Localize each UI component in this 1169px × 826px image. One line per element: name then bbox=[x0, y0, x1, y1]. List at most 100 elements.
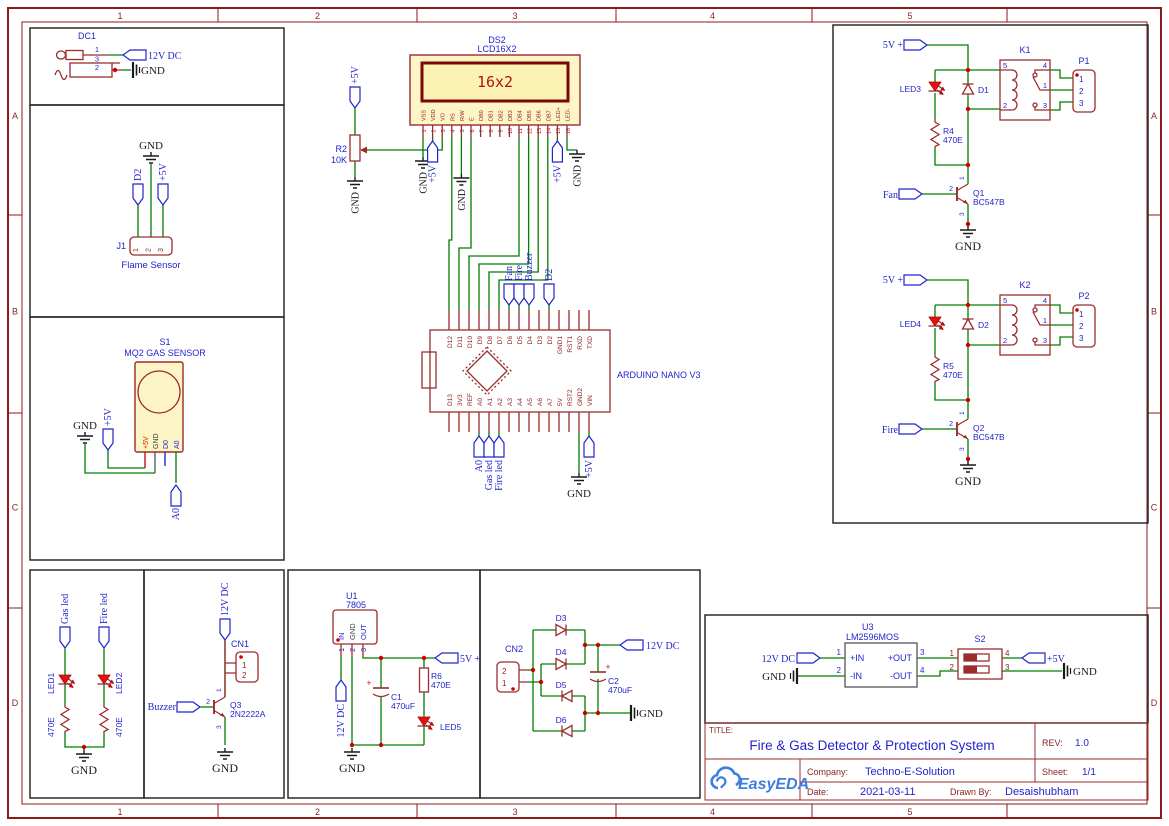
net-flag-12v[interactable] bbox=[219, 618, 231, 641]
flyback-diode-d2[interactable] bbox=[961, 318, 975, 330]
potentiometer-r2[interactable]: +5V R2 10K GND bbox=[331, 65, 367, 214]
ground-symbol[interactable] bbox=[959, 460, 977, 473]
lcd-pin-label: DB3 bbox=[508, 110, 514, 121]
transistor-q3[interactable] bbox=[213, 696, 226, 718]
net-flag-12v[interactable] bbox=[335, 679, 347, 702]
net-flag-12v[interactable] bbox=[122, 49, 147, 61]
led4-symbol[interactable] bbox=[927, 316, 946, 331]
c1-value: 470uF bbox=[391, 701, 415, 711]
ds2-part: LCD16X2 bbox=[477, 44, 516, 54]
ground-symbol[interactable] bbox=[216, 747, 234, 760]
net-flag-d2[interactable] bbox=[543, 283, 555, 306]
arduino-net-flags[interactable]: Fan Fire Buzzer D2 A0 Gas led Fire led +… bbox=[473, 252, 595, 500]
regulator-7805[interactable]: U1 7805 IN GND OUT 1 2 3 12V DC 5V + + C… bbox=[332, 591, 481, 775]
ground-symbol[interactable] bbox=[343, 747, 361, 760]
flyback-diode-d1[interactable] bbox=[961, 83, 975, 95]
diode-d3[interactable] bbox=[555, 623, 567, 637]
net-label-fire-led: Fire led bbox=[494, 460, 505, 491]
date-value: 2021-03-11 bbox=[860, 786, 915, 798]
arduino-pin-label: D5 bbox=[517, 336, 524, 345]
bridge-rectifier[interactable]: CN2 2 1 D3 D4 D5 D6 + C2 470uF 12V DC GN… bbox=[496, 613, 680, 738]
u1-pin-in: IN bbox=[337, 633, 346, 641]
net-flag-fire[interactable] bbox=[513, 283, 525, 306]
net-flag-5v[interactable] bbox=[349, 86, 361, 109]
net-flag-5v[interactable] bbox=[427, 140, 439, 163]
net-flag-fire[interactable] bbox=[898, 423, 923, 435]
ground-symbol[interactable] bbox=[789, 666, 799, 686]
net-flag-5v[interactable] bbox=[102, 428, 114, 451]
u1-part: 7805 bbox=[346, 600, 366, 610]
net-flag-fan[interactable] bbox=[503, 283, 515, 306]
dc1-pin3: 3 bbox=[95, 55, 99, 64]
arduino-pin-label: D11 bbox=[457, 336, 464, 348]
ground-symbol[interactable] bbox=[76, 431, 94, 444]
net-flag-fan[interactable] bbox=[898, 188, 923, 200]
net-flag-fire-led[interactable] bbox=[98, 626, 110, 649]
ground-symbol[interactable] bbox=[75, 749, 93, 762]
net-flag-a0[interactable] bbox=[170, 484, 182, 507]
power-jack-dc1[interactable]: DC1 1 3 2 12V DC GND bbox=[54, 31, 182, 81]
relay-channel-2[interactable]: 5V + LED4 D2 R5 470E K2 5 2 4 1 3 P2 1 2… bbox=[882, 274, 1096, 488]
ground-symbol[interactable] bbox=[346, 176, 364, 189]
p1-pin1: 1 bbox=[1079, 75, 1084, 84]
lcd-display-text: 16x2 bbox=[477, 73, 513, 91]
net-flag-5vplus[interactable] bbox=[903, 39, 928, 51]
net-flag-d2[interactable] bbox=[132, 183, 144, 206]
resistor-r4[interactable] bbox=[930, 119, 940, 149]
resistor-470e[interactable] bbox=[99, 704, 109, 734]
net-flag-12v[interactable] bbox=[619, 639, 644, 651]
net-flag-5v[interactable] bbox=[1021, 652, 1046, 664]
led-indicators[interactable]: Gas led Fire led LED1 LED2 470E 470E GND bbox=[46, 593, 124, 777]
ground-symbol[interactable] bbox=[959, 225, 977, 238]
buzzer-driver[interactable]: 12V DC CN1 1 2 Buzzer Q3 2N2222A 1 2 3 G… bbox=[148, 582, 266, 775]
ground-symbol[interactable] bbox=[142, 151, 160, 164]
net-flag-5vplus[interactable] bbox=[434, 652, 459, 664]
ground-symbol[interactable] bbox=[629, 703, 639, 723]
gas-sensor-s1[interactable]: S1 MQ2 GAS SENSOR +5V GND D0 A0 GND +5V … bbox=[73, 337, 206, 520]
ground-symbol[interactable] bbox=[568, 149, 586, 162]
lcd-pin-label: LED+ bbox=[556, 107, 562, 121]
ground-symbol[interactable] bbox=[452, 173, 471, 186]
net-flag-fire-led[interactable] bbox=[493, 435, 505, 458]
buck-converter-u3[interactable]: U3 LM2596MOS 12V DC GND +IN -IN +OUT -OU… bbox=[762, 622, 1097, 688]
diode-d5[interactable] bbox=[561, 689, 573, 703]
net-flag-gas-led[interactable] bbox=[483, 435, 495, 458]
diode-d6[interactable] bbox=[561, 724, 573, 738]
lcd-wiring[interactable]: GND +5V GND +5V GND bbox=[364, 137, 586, 310]
arduino-pin-label: D12 bbox=[447, 336, 454, 348]
resistor-r5[interactable] bbox=[930, 354, 940, 384]
led1-symbol[interactable] bbox=[57, 674, 76, 689]
diode-d4[interactable] bbox=[555, 657, 567, 671]
net-flag-5vplus[interactable] bbox=[903, 274, 928, 286]
net-flag-buzzer[interactable] bbox=[176, 701, 201, 713]
transistor-q2[interactable] bbox=[956, 418, 969, 440]
company-value: Techno-E-Solution bbox=[865, 766, 955, 778]
arduino-pin-label: A4 bbox=[517, 398, 524, 406]
p1-pin3: 3 bbox=[1079, 99, 1084, 108]
s1-label: MQ2 GAS SENSOR bbox=[124, 348, 206, 358]
net-flag-12v[interactable] bbox=[796, 652, 821, 664]
led5-symbol[interactable] bbox=[416, 716, 435, 731]
led2-symbol[interactable] bbox=[96, 674, 115, 689]
resistor-470e[interactable] bbox=[60, 704, 70, 734]
q1-pin2: 2 bbox=[949, 186, 953, 193]
net-flag-gas-led[interactable] bbox=[59, 626, 71, 649]
cn1-ref: CN1 bbox=[231, 639, 249, 649]
relay-channel-1[interactable]: 5V + LED3 D1 R4 470E K1 5 2 4 1 3 P1 1 2… bbox=[883, 39, 1096, 253]
net-flag-buzzer[interactable] bbox=[523, 283, 535, 306]
lcd-pin-number: 5 bbox=[460, 129, 466, 132]
net-flag-5v[interactable] bbox=[583, 435, 595, 458]
net-flag-a0[interactable] bbox=[473, 435, 485, 458]
u3-ref: U3 bbox=[862, 622, 874, 632]
ground-symbol[interactable] bbox=[1062, 661, 1072, 681]
ground-symbol[interactable] bbox=[131, 60, 141, 80]
net-flag-5v[interactable] bbox=[157, 183, 169, 206]
transistor-q1[interactable] bbox=[956, 183, 969, 205]
net-flag-5v[interactable] bbox=[551, 140, 564, 163]
j1-pin-number: 2 bbox=[146, 248, 153, 252]
led3-symbol[interactable] bbox=[927, 81, 946, 96]
